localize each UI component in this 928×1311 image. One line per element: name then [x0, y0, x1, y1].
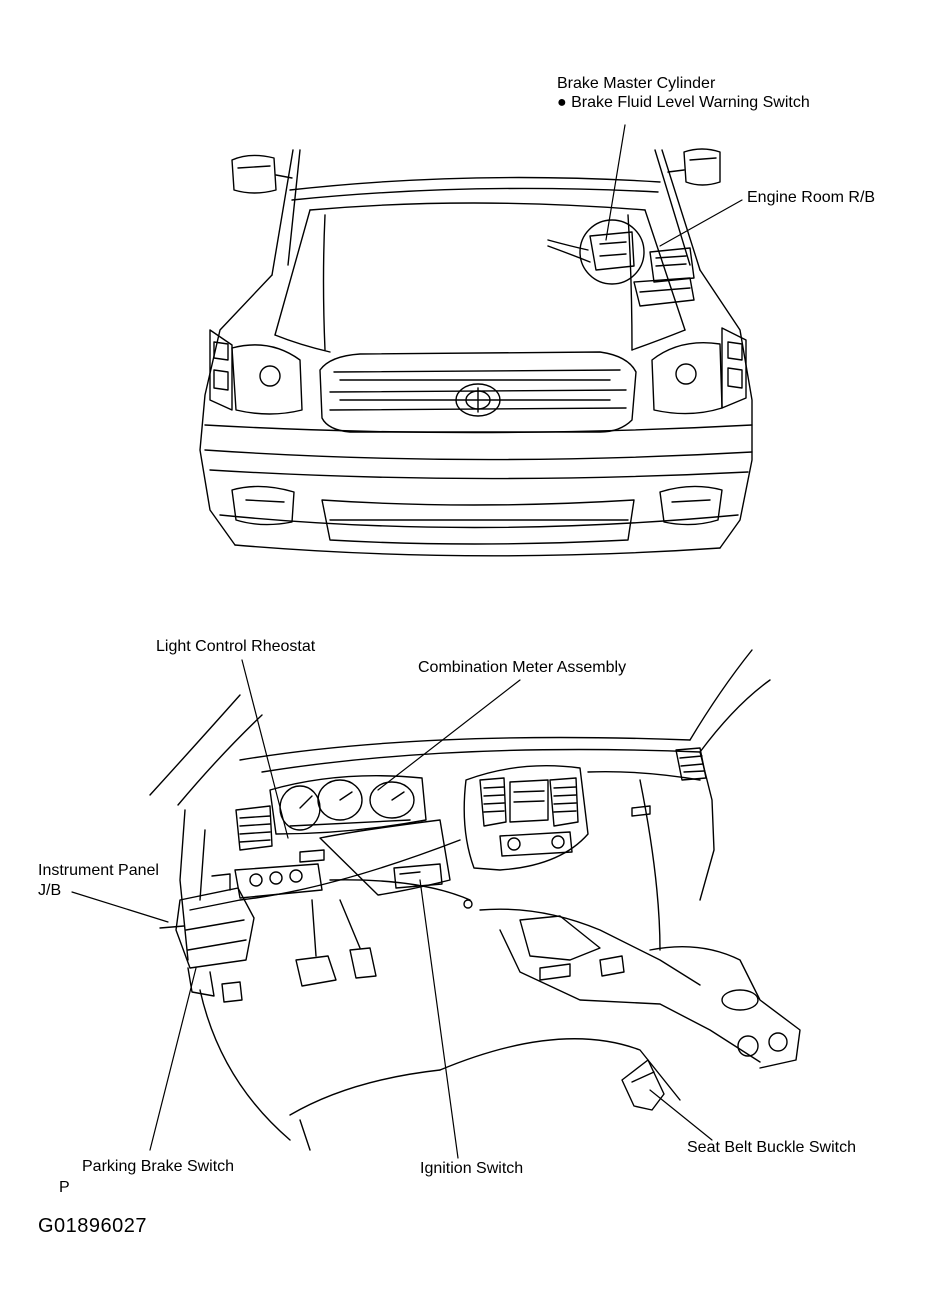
right-mirror [667, 148, 721, 186]
lower-left-switches [234, 849, 325, 899]
label-instrument-panel: Instrument Panel [38, 862, 159, 879]
label-parking-brake-switch: Parking Brake Switch [82, 1158, 235, 1175]
seat-belt-buckle-detail [621, 1059, 665, 1111]
left-mirror [231, 154, 293, 194]
ignition-switch-detail [393, 863, 443, 889]
brake-master-cylinder-detail [547, 219, 645, 285]
leader-lines-bottom [71, 659, 713, 1159]
label-seat-belt-buckle-switch: Seat Belt Buckle Switch [687, 1139, 856, 1156]
engine-room-rb-detail [633, 247, 695, 307]
center-console [479, 908, 801, 1069]
right-fog-lamp [659, 485, 723, 526]
instrument-cluster [269, 775, 427, 835]
label-brake-fluid-level-switch: ● Brake Fluid Level Warning Switch [557, 93, 810, 113]
label-parking-brake-marker: P [59, 1179, 70, 1196]
left-vent [235, 805, 273, 851]
pedals [221, 899, 377, 1003]
bullet-icon: ● [557, 94, 572, 111]
instrument-panel-jb-detail [159, 873, 255, 997]
left-fog-lamp [231, 485, 295, 526]
right-headlamp [651, 327, 747, 415]
interior-dashboard-view [149, 649, 801, 1151]
grille [319, 351, 637, 433]
left-headlamp [209, 329, 303, 415]
label-brake-fluid-level-switch-text: Brake Fluid Level Warning Switch [571, 94, 810, 111]
label-ignition-switch: Ignition Switch [420, 1160, 524, 1177]
label-instrument-panel-jb: J/B [38, 882, 62, 899]
center-stack [463, 765, 589, 871]
leader-lines-top [605, 124, 743, 247]
figure-code: G01896027 [38, 1215, 148, 1237]
label-combination-meter-assembly: Combination Meter Assembly [418, 659, 627, 676]
label-engine-room-rb: Engine Room R/B [747, 189, 876, 206]
label-brake-master-cylinder: Brake Master Cylinder [557, 75, 716, 92]
label-light-control-rheostat: Light Control Rheostat [156, 638, 316, 655]
vehicle-front-view [199, 148, 753, 557]
